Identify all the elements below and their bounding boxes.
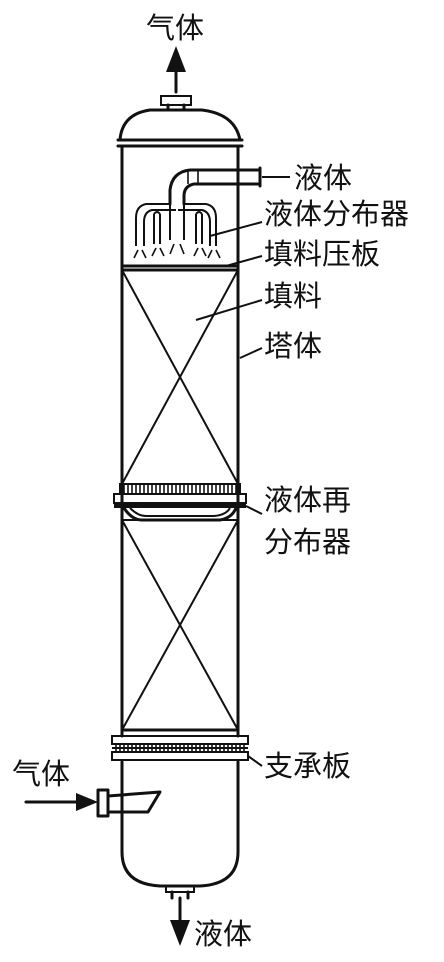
liquid-inlet-label: 液体 <box>294 161 352 195</box>
leader-redistributor <box>245 505 263 515</box>
liquid-distributor-label: 液体分布器 <box>264 197 409 231</box>
redistributor-label-line2: 分布器 <box>264 525 351 559</box>
tower-body-label: 塔体 <box>264 329 322 363</box>
leader-hold-down <box>225 255 263 267</box>
packing-hold-down-plate <box>120 264 240 272</box>
liquid-redistributor <box>113 483 247 522</box>
packing-label: 填料 <box>264 279 322 313</box>
packing-hold-down-label: 填料压板 <box>264 237 380 271</box>
leader-tower-body <box>239 347 263 359</box>
gas-inlet <box>24 788 162 818</box>
liquid-inlet-pipe <box>168 166 262 206</box>
leader-lines <box>195 176 290 767</box>
leader-support-plate <box>247 755 263 767</box>
leader-packing <box>195 299 263 321</box>
gas-inlet-label: 气体 <box>12 757 70 791</box>
top-nozzle <box>160 95 192 112</box>
gas-outlet-label: 气体 <box>146 11 204 45</box>
liquid-distributor <box>133 203 221 259</box>
support-plate <box>111 728 249 761</box>
redistributor-label-line1: 液体再 <box>264 483 351 517</box>
tower-shell <box>120 144 240 854</box>
liquid-outlet-arrow <box>170 896 190 946</box>
bottom-head <box>120 850 240 900</box>
top-head <box>116 108 244 148</box>
liquid-outlet-label: 液体 <box>194 917 252 951</box>
lower-packing-bed <box>121 519 239 731</box>
leader-liquid-distributor <box>209 221 263 237</box>
support-plate-label: 支承板 <box>264 749 351 783</box>
upper-packing-bed <box>121 269 239 485</box>
gas-outlet-arrow <box>166 46 186 94</box>
